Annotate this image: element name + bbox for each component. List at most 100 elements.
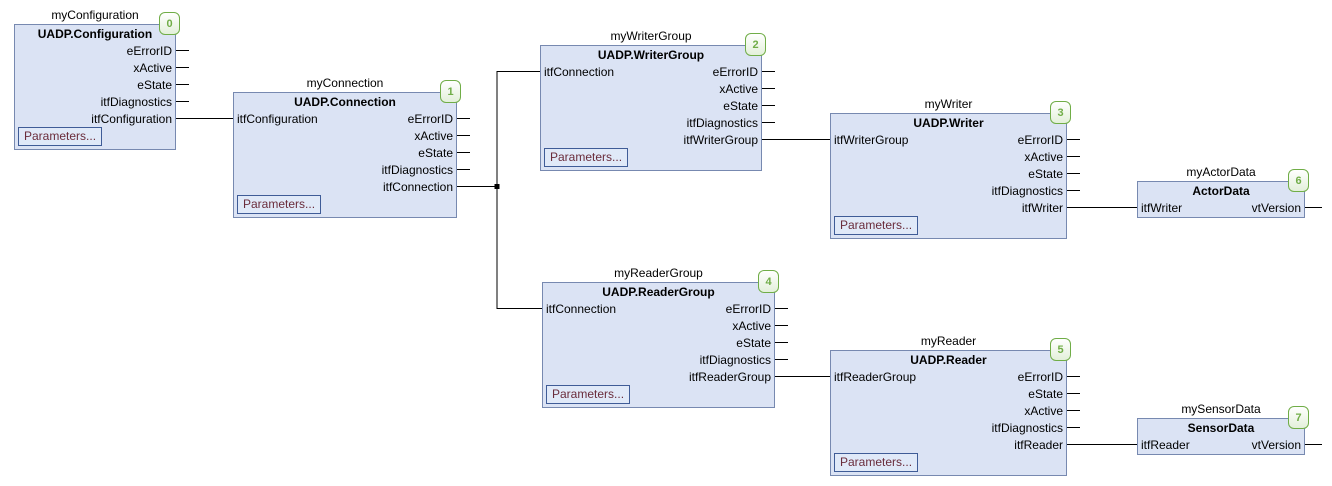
- input-pin-itfconnection[interactable]: itfConnection: [544, 65, 615, 79]
- input-pin-itfwriter[interactable]: itfWriter: [1141, 201, 1183, 215]
- pin-row: xActive: [831, 149, 1066, 166]
- output-pin-eerrorid[interactable]: eErrorID: [712, 65, 758, 79]
- output-pin-itfdiagnostics[interactable]: itfDiagnostics: [991, 184, 1063, 198]
- input-pin-itfconnection[interactable]: itfConnection: [546, 302, 617, 316]
- pin-row: itfDiagnostics: [541, 115, 761, 132]
- pin-row: xActive: [541, 81, 761, 98]
- pin-row: itfReaderGroup: [543, 369, 774, 386]
- output-pin-vtversion[interactable]: vtVersion: [1251, 201, 1301, 215]
- function-block-myactordata[interactable]: ActorData itfWriter vtVersion: [1137, 181, 1305, 218]
- execution-order-badge-myconnection: 1: [440, 80, 461, 103]
- block-type-name: UADP.Connection: [294, 95, 396, 109]
- execution-order-badge-myreader: 5: [1050, 338, 1071, 361]
- output-pin-eerrorid[interactable]: eErrorID: [725, 302, 771, 316]
- pin-row: eState: [543, 335, 774, 352]
- output-pin-itfdiagnostics[interactable]: itfDiagnostics: [381, 163, 453, 177]
- execution-order-badge-myconfiguration: 0: [159, 12, 180, 35]
- output-pin-xactive[interactable]: xActive: [1024, 404, 1063, 418]
- parameters-button-myreader[interactable]: Parameters...: [834, 453, 919, 472]
- block-type-name: UADP.Writer: [913, 116, 984, 130]
- block-type-name: UADP.ReaderGroup: [602, 285, 715, 299]
- function-block-myreadergroup[interactable]: UADP.ReaderGroup itfConnection eErrorID xAc…: [542, 282, 775, 408]
- output-pin-vtversion[interactable]: vtVersion: [1251, 438, 1301, 452]
- pin-row: xActive: [234, 128, 456, 145]
- execution-order-badge-mywriter: 3: [1050, 101, 1071, 124]
- output-pin-itfdiagnostics[interactable]: itfDiagnostics: [100, 95, 172, 109]
- instance-name-label-myreadergroup[interactable]: myReaderGroup: [614, 266, 703, 280]
- output-pin-eerrorid[interactable]: eErrorID: [407, 112, 453, 126]
- instance-name-label-mysensordata[interactable]: mySensorData: [1181, 402, 1261, 416]
- pin-row: itfDiagnostics: [543, 352, 774, 369]
- pin-row: eState: [15, 77, 175, 94]
- pin-row: itfDiagnostics: [15, 94, 175, 111]
- output-pin-itfreadergroup[interactable]: itfReaderGroup: [688, 370, 771, 384]
- output-pin-eerrorid[interactable]: eErrorID: [1017, 370, 1063, 384]
- input-pin-itfreader[interactable]: itfReader: [1141, 438, 1190, 452]
- parameters-button-mywritergroup[interactable]: Parameters...: [544, 148, 629, 167]
- output-pin-estate[interactable]: eState: [1028, 387, 1063, 401]
- output-pin-itfwriter[interactable]: itfWriter: [1021, 201, 1063, 215]
- output-pin-estate[interactable]: eState: [736, 336, 771, 350]
- parameters-button-myconnection[interactable]: Parameters...: [237, 195, 322, 214]
- pin-row: xActive: [831, 403, 1066, 420]
- output-pin-xactive[interactable]: xActive: [414, 129, 453, 143]
- input-pin-itfwritergroup[interactable]: itfWriterGroup: [834, 133, 909, 147]
- instance-name-label-myconnection[interactable]: myConnection: [306, 76, 384, 90]
- output-pin-itfconfiguration[interactable]: itfConfiguration: [91, 112, 172, 126]
- output-pin-xactive[interactable]: xActive: [1024, 150, 1063, 164]
- block-type-name: ActorData: [1192, 184, 1250, 198]
- output-pin-eerrorid[interactable]: eErrorID: [126, 44, 172, 58]
- parameters-button-myreadergroup[interactable]: Parameters...: [546, 385, 631, 404]
- output-pin-itfconnection[interactable]: itfConnection: [382, 180, 453, 194]
- output-pin-xactive[interactable]: xActive: [719, 82, 758, 96]
- pin-row: itfReader vtVersion: [1138, 437, 1304, 454]
- wire: [496, 71, 540, 187]
- output-pin-estate[interactable]: eState: [1028, 167, 1063, 181]
- pin-row: eErrorID: [15, 43, 175, 60]
- output-pin-itfreader[interactable]: itfReader: [1014, 438, 1063, 452]
- output-pin-itfdiagnostics[interactable]: itfDiagnostics: [991, 421, 1063, 435]
- instance-name-label-myconfiguration[interactable]: myConfiguration: [51, 8, 139, 22]
- execution-order-badge-mywritergroup: 2: [745, 33, 766, 56]
- output-pin-itfdiagnostics[interactable]: itfDiagnostics: [686, 116, 758, 130]
- instance-name-label-myreader[interactable]: myReader: [920, 334, 977, 348]
- parameters-button-mywriter[interactable]: Parameters...: [834, 216, 919, 235]
- execution-order-badge-myactordata: 6: [1288, 169, 1309, 192]
- execution-order-badge-myreadergroup: 4: [758, 270, 779, 293]
- pin-row: itfWriterGroup: [541, 132, 761, 149]
- output-pin-itfdiagnostics[interactable]: itfDiagnostics: [699, 353, 771, 367]
- pin-row: itfConfiguration eErrorID: [234, 111, 456, 128]
- pin-row: eState: [234, 145, 456, 162]
- instance-name-label-mywriter[interactable]: myWriter: [924, 97, 973, 111]
- pin-row: itfConnection eErrorID: [541, 64, 761, 81]
- output-pin-estate[interactable]: eState: [723, 99, 758, 113]
- output-pin-xactive[interactable]: xActive: [133, 61, 172, 75]
- pin-row: eState: [541, 98, 761, 115]
- pin-row: itfConnection eErrorID: [543, 301, 774, 318]
- output-pin-xactive[interactable]: xActive: [732, 319, 771, 333]
- wire-junction-dot: [494, 184, 500, 189]
- pin-row: xActive: [543, 318, 774, 335]
- instance-name-label-myactordata[interactable]: myActorData: [1186, 165, 1256, 179]
- output-pin-itfwritergroup[interactable]: itfWriterGroup: [683, 133, 758, 147]
- output-pin-estate[interactable]: eState: [418, 146, 453, 160]
- output-pin-eerrorid[interactable]: eErrorID: [1017, 133, 1063, 147]
- parameters-button-myconfiguration[interactable]: Parameters...: [18, 127, 103, 146]
- pin-row: itfConfiguration: [15, 111, 175, 128]
- pin-row: itfReaderGroup eErrorID: [831, 369, 1066, 386]
- function-block-mywriter[interactable]: UADP.Writer itfWriterGroup eErrorID xActive…: [830, 113, 1067, 239]
- input-pin-itfconfiguration[interactable]: itfConfiguration: [237, 112, 318, 126]
- pin-row: eState: [831, 386, 1066, 403]
- pin-row: itfConnection: [234, 179, 456, 196]
- pin-row: itfWriter vtVersion: [1138, 200, 1304, 217]
- pin-row: itfDiagnostics: [234, 162, 456, 179]
- output-pin-estate[interactable]: eState: [137, 78, 172, 92]
- block-type-name: UADP.Reader: [910, 353, 987, 367]
- instance-name-label-mywritergroup[interactable]: myWriterGroup: [610, 29, 692, 43]
- pin-row: itfWriterGroup eErrorID: [831, 132, 1066, 149]
- input-pin-itfreadergroup[interactable]: itfReaderGroup: [834, 370, 917, 384]
